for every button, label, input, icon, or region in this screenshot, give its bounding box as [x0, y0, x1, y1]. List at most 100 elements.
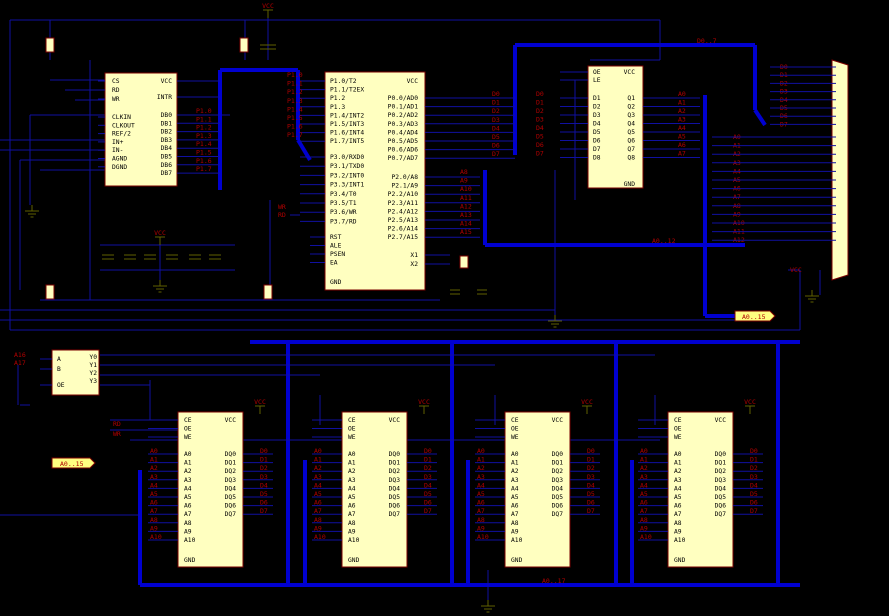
ram-1-in-label-10: A10 [314, 533, 326, 541]
ram-3-pin-left-7: A4 [674, 485, 682, 492]
ram-2-pin-right-7: DQ6 [552, 503, 564, 510]
ram-0-pin-right-0: VCC [225, 417, 237, 424]
decoder-pin-left-1: B [57, 366, 61, 373]
ram-3-in-label-7: A7 [640, 507, 648, 515]
ram-1-out-label-4: D4 [424, 481, 432, 489]
ram-2-pin-left-6: A3 [511, 477, 519, 484]
adc-pin-right-6: DB4 [161, 145, 173, 152]
ram-1-out-label-6: D6 [424, 499, 432, 507]
latch-pin-right-0: VCC [624, 69, 636, 76]
bus-label-addr-mid: A0..12 [652, 237, 676, 245]
ram-0-out-label-4: D4 [260, 481, 268, 489]
mcu-pin-rb-0: X1 [410, 252, 418, 259]
adc-pin-left-0: CS [112, 78, 120, 85]
ram-1-pin-left-8: A5 [348, 494, 356, 501]
adc-pin-right-2: DB0 [161, 112, 173, 119]
ram-0-in-label-0: A0 [150, 447, 158, 455]
mcu-pin-lm-6: P3.6/WR [330, 209, 357, 216]
latch-in-label-4: D4 [536, 124, 544, 132]
ram-2-pin-left-8: A5 [511, 494, 519, 501]
ram-1-pin-left-3: A0 [348, 451, 356, 458]
latch-chip [587, 65, 644, 189]
ram-2-pin-left-10: A7 [511, 511, 519, 518]
ram-2-in-label-0: A0 [477, 447, 485, 455]
ram-2-pin-left-5: A2 [511, 468, 519, 475]
mcu-pin-lm-2: P3.2/INT0 [330, 172, 364, 179]
adc-pin-left-2: WR [112, 96, 120, 103]
ram-3-pin-left-1: OE [674, 426, 682, 433]
adc-pin-right-0: VCC [161, 78, 173, 85]
ram-0-pin-right-2: DQ1 [225, 460, 237, 467]
bus-label-data: D0..7 [697, 37, 717, 45]
mcu-data-label-3: D3 [492, 116, 500, 124]
mcu-data-label-7: D7 [492, 150, 500, 158]
adc-port-label-4: P1.4 [196, 140, 212, 148]
latch-pin-left-0: OE [593, 69, 601, 76]
ram-2-out-label-0: D0 [587, 447, 595, 455]
adc-pin-right-3: DB1 [161, 120, 173, 127]
connector-shell [831, 59, 849, 281]
mcu-pin-rb-1: X2 [410, 261, 418, 268]
ram-rd-label: RD [113, 420, 121, 428]
ram-2-out-label-6: D6 [587, 499, 595, 507]
mcu-pin-lm-4: P3.4/T0 [330, 191, 357, 198]
mcu-pin-rm-4: P2.4/A12 [388, 208, 419, 215]
ram-1-out-label-3: D3 [424, 473, 432, 481]
ram-0-in-label-9: A9 [150, 524, 158, 532]
ram-0-pin-right-4: DQ3 [225, 477, 237, 484]
bus-label-addr-bottom: A0..17 [542, 577, 566, 585]
decoder-pin-right-2: Y2 [89, 370, 97, 377]
ram-0-pin-left-2: WE [184, 434, 192, 441]
ram-0-in-label-3: A3 [150, 473, 158, 481]
latch-out-label-7: A7 [678, 150, 686, 158]
ram-1-pin-left-14: GND [348, 557, 360, 564]
latch-out-label-6: A6 [678, 141, 686, 149]
ram-3-pin-right-8: DQ7 [715, 511, 727, 518]
crystal-x1 [459, 255, 469, 269]
ram-0-out-label-3: D3 [260, 473, 268, 481]
mcu-pin-lm-5: P3.5/T1 [330, 200, 357, 207]
adc-pin-right-5: DB3 [161, 137, 173, 144]
ram-2-in-label-1: A1 [477, 456, 485, 464]
ram-0-in-label-7: A7 [150, 507, 158, 515]
ram-0-in-label-8: A8 [150, 516, 158, 524]
ram-3-pin-right-2: DQ1 [715, 460, 727, 467]
ram-2-pin-left-0: CE [511, 417, 519, 424]
decoder-pin-right-1: Y1 [89, 362, 97, 369]
mcu-port-label-0: P1.0 [287, 71, 303, 79]
ram-3-pin-left-12: A9 [674, 528, 682, 535]
latch-pin-left-2: D1 [593, 95, 601, 102]
mcu-data-label-0: D0 [492, 90, 500, 98]
ram-wr-label: WR [113, 430, 121, 438]
ram-1-pin-right-5: DQ4 [389, 485, 401, 492]
ram-3-pin-right-3: DQ2 [715, 468, 727, 475]
mcu-pin-rt-6: P0.5/AD5 [388, 138, 419, 145]
mcu-wr-label: WR [278, 203, 286, 211]
ram-0-out-label-1: D1 [260, 456, 268, 464]
ram-1-in-label-1: A1 [314, 456, 322, 464]
ram-0-in-label-4: A4 [150, 481, 158, 489]
latch-pin-right-5: Q5 [627, 129, 635, 136]
ram-1-in-label-6: A6 [314, 499, 322, 507]
ram-1-pin-left-5: A2 [348, 468, 356, 475]
adc-pin-right-8: DB6 [161, 162, 173, 169]
decoder-pin-right-3: Y3 [89, 378, 97, 385]
bus-label-addr-left: A0..15 [60, 460, 84, 468]
ram-0-pin-left-11: A8 [184, 520, 192, 527]
mcu-pin-lt-1: P1.1/T2EX [330, 87, 364, 94]
mcu-pin-rm-2: P2.2/A10 [388, 191, 419, 198]
ram-2-pin-left-9: A6 [511, 503, 519, 510]
ram-3-pin-left-3: A0 [674, 451, 682, 458]
mcu-pin-rm-6: P2.6/A14 [388, 226, 419, 233]
mcu-port-label-3: P1.3 [287, 97, 303, 105]
mcu-pin-rt-2: P0.1/AD1 [388, 104, 419, 111]
ram-1-pin-left-7: A4 [348, 485, 356, 492]
bus-label-addr-right: A0..15 [742, 313, 766, 321]
ram-chip-1 [341, 411, 408, 568]
mcu-pin-rm-7: P2.7/A15 [388, 234, 419, 241]
ram-3-out-label-5: D5 [750, 490, 758, 498]
mcu-rd-label: RD [278, 211, 286, 219]
ram-0-pin-left-10: A7 [184, 511, 192, 518]
ram-2-in-label-6: A6 [477, 499, 485, 507]
decoder-a16-label: A16 [14, 351, 26, 359]
